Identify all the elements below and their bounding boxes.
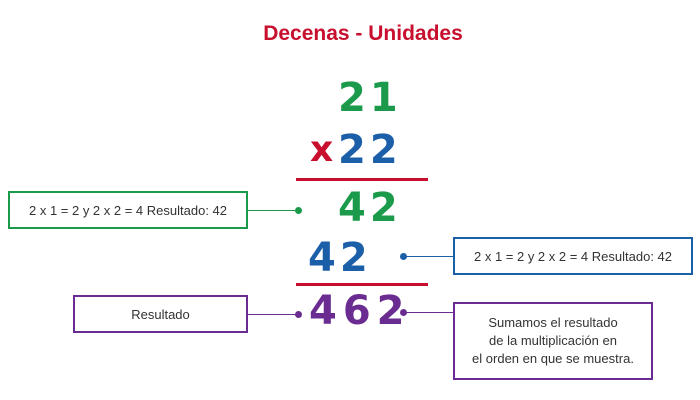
partial-product-2: 42 (308, 235, 372, 281)
partial-1-note-text: 2 x 1 = 2 y 2 x 2 = 4 Resultado: 42 (28, 202, 227, 218)
explanation-connector (404, 312, 454, 313)
final-result: 462 (309, 288, 411, 334)
sum-line-bottom (296, 283, 428, 286)
partial-1-connector (248, 210, 298, 211)
page-title: Decenas - Unidades (263, 22, 463, 45)
explanation-line-3: el orden en que se muestra. (472, 351, 634, 366)
result-label-box: Resultado (73, 295, 248, 333)
multiplicand: 21 (338, 75, 402, 121)
partial-2-connector (404, 256, 454, 257)
partial-2-connector-dot (400, 253, 407, 260)
explanation-line-2: de la multiplicación en (489, 333, 617, 348)
explanation-connector-dot (400, 309, 407, 316)
partial-1-connector-dot (295, 207, 302, 214)
result-label-connector (248, 314, 298, 315)
explanation-box: Sumamos el resultado de la multiplicació… (453, 302, 653, 380)
sum-line-top (296, 178, 428, 181)
multiplier: 22 (338, 127, 402, 173)
multiplication-sign: x (310, 129, 338, 170)
result-label-connector-dot (295, 311, 302, 318)
partial-2-note-text: 2 x 1 = 2 y 2 x 2 = 4 Resultado: 42 (473, 248, 672, 264)
partial-1-note-box: 2 x 1 = 2 y 2 x 2 = 4 Resultado: 42 (8, 191, 248, 229)
explanation-line-1: Sumamos el resultado (488, 315, 618, 330)
partial-product-1: 42 (338, 185, 402, 231)
result-label-text: Resultado (131, 306, 190, 322)
partial-2-note-box: 2 x 1 = 2 y 2 x 2 = 4 Resultado: 42 (453, 237, 693, 275)
